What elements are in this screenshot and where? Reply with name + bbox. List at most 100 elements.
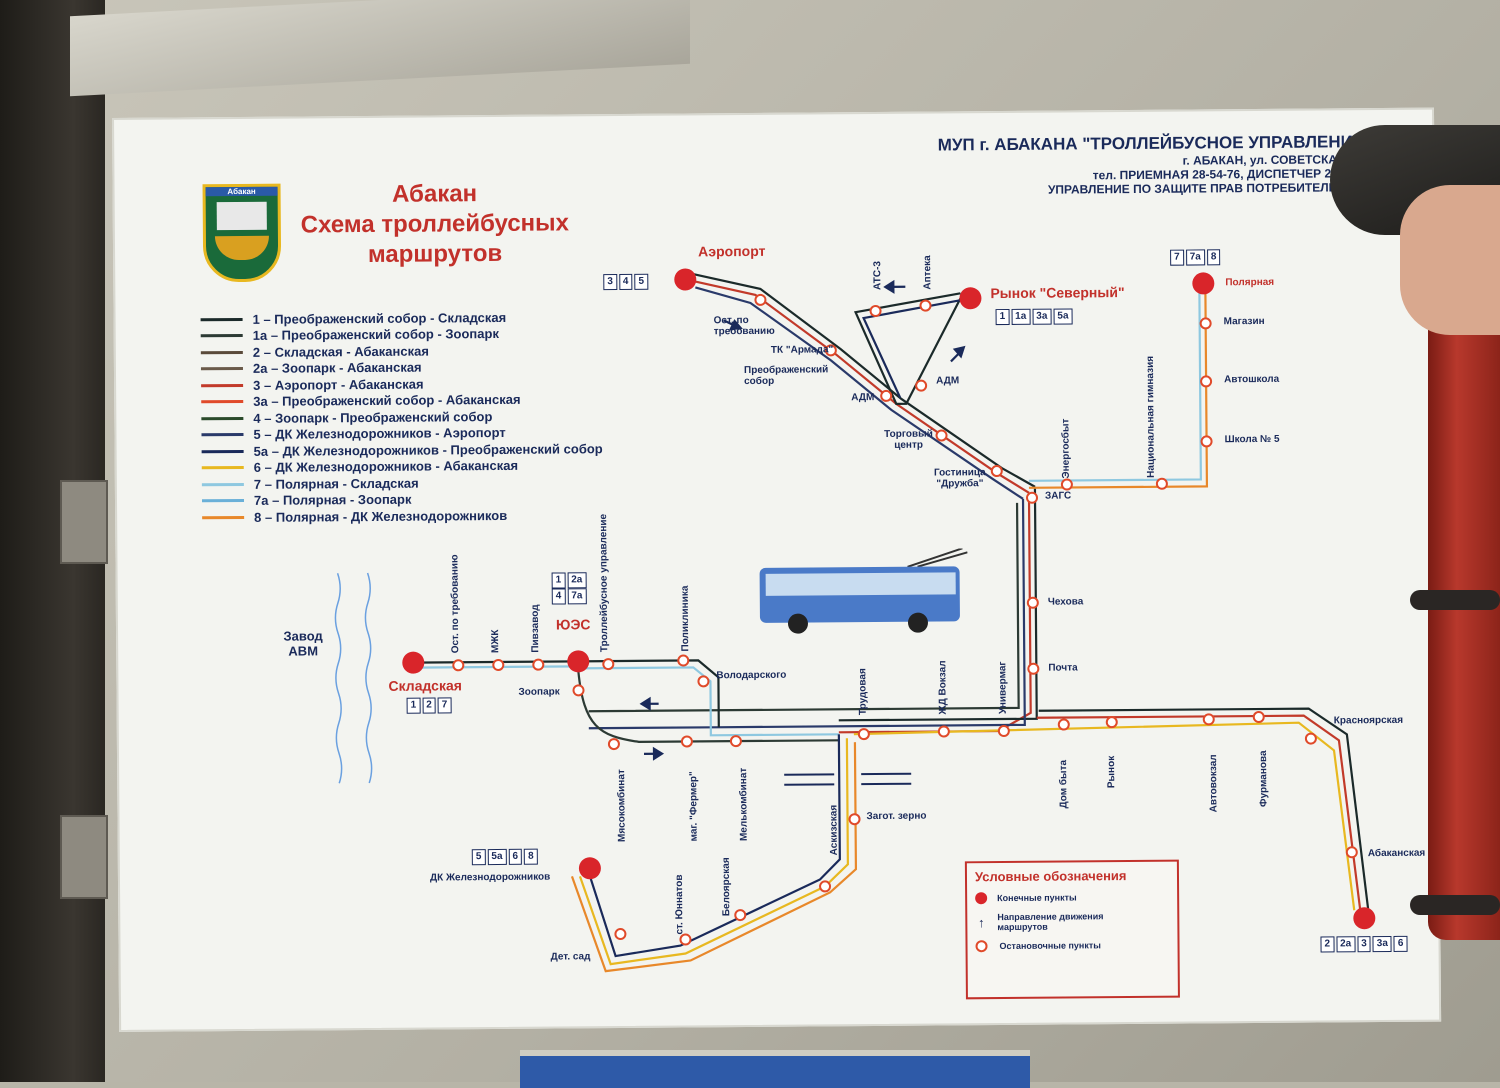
legend-label: 8 – Полярная - ДК Железнодорожников [254, 508, 507, 525]
legend-label: 6 – ДК Железнодорожников - Абаканская [254, 458, 518, 475]
legend-swatch [202, 466, 244, 469]
terminal-skladskaya-dot [402, 652, 424, 674]
legend-label: 2 – Складская - Абаканская [253, 343, 429, 359]
legend-row: 8 – Полярная - ДК Железнодорожников [202, 506, 603, 526]
legend-swatch [201, 367, 243, 370]
terminal-yues-dot [567, 650, 589, 672]
terminal-dk-dot [579, 857, 601, 879]
stop-volodarskogo: Володарского [716, 670, 786, 682]
terminal-severny-label: Рынок "Северный" [990, 284, 1124, 301]
stop-shkola5: Школа № 5 [1225, 434, 1280, 445]
trolleybus-image [757, 548, 968, 635]
emblem-figures [217, 202, 267, 230]
stop-univermag: Универмаг [997, 661, 1008, 714]
terminal-airport-label: Аэропорт [698, 243, 765, 260]
stop-pochta: Почта [1048, 662, 1077, 673]
stop-ring-icon [975, 940, 987, 952]
stop-dom-byta: Дом быта [1058, 760, 1069, 809]
legend-label: 1 – Преображенский собор - Складская [253, 310, 507, 327]
legend-label: 7 – Полярная - Складская [254, 475, 419, 491]
legend-swatch [202, 516, 244, 519]
stop-ost-treb-top: Ост. по требованию [714, 315, 794, 338]
title-line2: Схема троллейбусных [265, 208, 605, 241]
legend-label: 1а – Преображенский собор - Зоопарк [253, 326, 499, 343]
terminal-abakanskaya-dot [1353, 907, 1375, 929]
stop-preobr: Преображенский собор [744, 364, 839, 387]
stop-magazin: Магазин [1224, 316, 1265, 327]
legend-label: 3а – Преображенский собор - Абаканская [253, 392, 520, 409]
legend-swatch [201, 384, 243, 387]
stop-apteka: Аптека [922, 255, 933, 289]
stop-furmanova: Фурманова [1258, 750, 1269, 807]
stop-trudovaya: Трудовая [857, 668, 868, 715]
legend-label: 5 – ДК Железнодорожников - Аэропорт [253, 425, 505, 442]
stop-krasnoyarskaya: Красноярская [1334, 715, 1403, 727]
title-line3: маршрутов [265, 238, 605, 271]
terminal-abakanskaya-label: Абаканская [1368, 848, 1425, 859]
stop-zhd-vokzal: ЖД Вокзал [937, 660, 948, 714]
bottom-sign [520, 1050, 1030, 1088]
legend-swatch [202, 499, 244, 502]
photographer-hand [1400, 185, 1500, 335]
stop-zags: ЗАГС [1045, 490, 1071, 501]
key-direction: ↑Направление движения маршрутов [975, 911, 1169, 933]
legend-label: 5а – ДК Железнодорожников - Преображенск… [254, 441, 603, 459]
org-header: МУП г. АБАКАНА "ТРОЛЛЕЙБУСНОЕ УПРАВЛЕНИЕ… [938, 132, 1373, 197]
stop-avtoshkola: Автошкола [1224, 374, 1279, 385]
legend-swatch [202, 483, 244, 486]
legend-swatch [202, 450, 244, 453]
stop-adm1: АДМ [851, 392, 874, 403]
terminal-polyarnaya-dot [1192, 272, 1214, 294]
emblem-text: Абакан [206, 187, 278, 197]
legend-label: 4 – Зоопарк - Преображенский собор [253, 409, 492, 426]
stop-avtovokzal: Автовокзал [1208, 754, 1219, 812]
stop-pivzavod: Пивзавод [530, 604, 541, 652]
extinguisher-band [1410, 895, 1500, 915]
emblem-base [215, 236, 269, 260]
hinge [60, 815, 108, 899]
map-title: Абакан Схема троллейбусных маршрутов [264, 178, 605, 271]
stop-ats3: АТС-3 [872, 261, 883, 290]
stop-ost-treb-left: Ост. по требованию [449, 554, 461, 653]
stop-askizskaya: Аскизская [828, 805, 839, 856]
stop-tk-armada: ТК "Армада" [771, 344, 834, 355]
city-emblem: Абакан [203, 184, 282, 283]
terminal-dk-label: ДК Железнодорожников [430, 872, 550, 884]
stop-gimnaziya: Национальная гимназия [1145, 356, 1157, 478]
legend-swatch [201, 334, 243, 337]
stop-adm2: АДМ [936, 375, 959, 386]
stop-zagotzerno: Загот. зерно [866, 811, 926, 822]
terminal-skladskaya-label: Складская [388, 677, 462, 694]
stop-troll-upr: Троллейбусное управление [598, 514, 610, 652]
terminal-polyarnaya-label: Полярная [1225, 277, 1274, 288]
map-key: Условные обозначения Конечные пункты ↑На… [965, 860, 1180, 1000]
map-board: Абакан Схема троллейбусных маршрутов Аба… [112, 108, 1441, 1032]
stop-torg: Торговый центр [878, 429, 938, 451]
zavod-avm: Завод АВМ [278, 628, 328, 658]
terminal-yues-label: ЮЭС [556, 616, 591, 632]
legend-label: 3 – Аэропорт - Абаканская [253, 376, 424, 392]
terminal-dot-icon [975, 892, 987, 904]
stop-melkombinat: Мелькомбинат [738, 768, 750, 841]
key-title: Условные обозначения [975, 868, 1169, 885]
stop-farmer: маг. "Фермер" [688, 771, 700, 841]
stop-energosbyt: Энергосбыт [1060, 419, 1071, 479]
legend-swatch [201, 417, 243, 420]
hinge [60, 480, 108, 564]
stop-druzhba: Гостиница "Дружба" [925, 467, 995, 490]
legend-label: 7а – Полярная - Зоопарк [254, 492, 412, 508]
legend-swatch [201, 400, 243, 403]
legend-swatch [201, 318, 243, 321]
stop-poliklinika: Поликлиника [680, 586, 692, 652]
extinguisher-band [1410, 590, 1500, 610]
arrow-up-icon: ↑ [975, 915, 987, 930]
title-city: Абакан [264, 178, 604, 211]
stop-rynok: Рынок [1106, 756, 1117, 788]
